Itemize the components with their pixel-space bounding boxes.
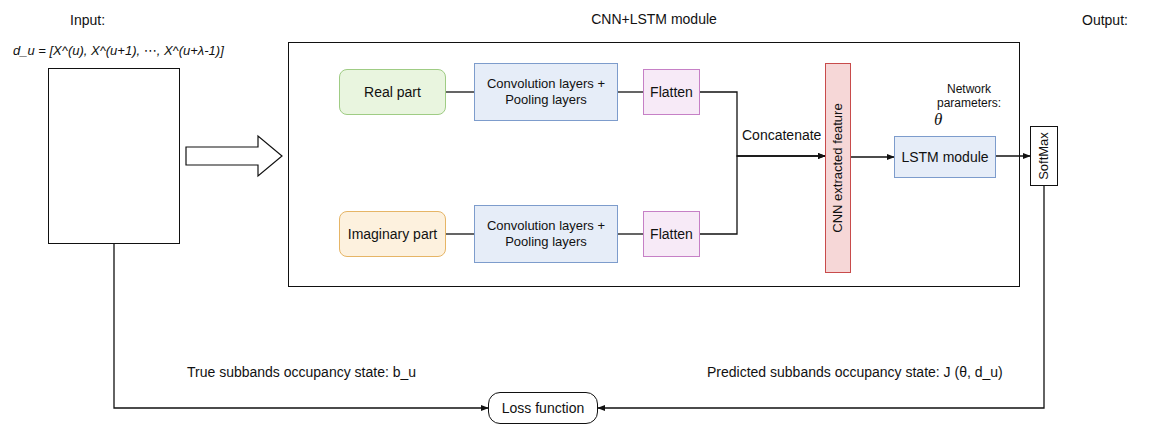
node-heading: CNN+LSTM module bbox=[289, 11, 1019, 28]
parameter-label: Network parameters: bbox=[928, 82, 1010, 111]
connector bbox=[851, 156, 894, 157]
node-text: SoftMax bbox=[1036, 132, 1052, 180]
node-text: Convolution layers + Pooling layers bbox=[482, 76, 610, 107]
real-part-box: Real part bbox=[339, 69, 446, 115]
operation-label: Concatenate bbox=[742, 127, 821, 144]
connector bbox=[598, 186, 1044, 408]
node-text: LSTM module bbox=[901, 149, 988, 166]
node-text: Convolution layers + Pooling layers bbox=[482, 218, 610, 249]
node-text: Real part bbox=[364, 84, 421, 101]
connector bbox=[446, 91, 474, 92]
node-text: Imaginary part bbox=[348, 226, 437, 243]
block-arrow bbox=[186, 136, 282, 176]
connector bbox=[700, 92, 825, 156]
conv-pool-box: Convolution layers + Pooling layers bbox=[474, 63, 618, 121]
input-box: d_u = [X^(u), X^(u+1), ⋯, X^(u+λ-1)] bbox=[48, 68, 180, 244]
lstm-box: LSTM module bbox=[894, 136, 996, 178]
connector bbox=[700, 156, 825, 234]
edge-label: True subbands occupancy state: b_u bbox=[185, 364, 418, 381]
connector bbox=[446, 233, 474, 234]
conv-pool-box: Convolution layers + Pooling layers bbox=[474, 205, 618, 263]
node-text: Flatten bbox=[650, 84, 693, 101]
flatten-box: Flatten bbox=[643, 211, 700, 257]
node-text: Flatten bbox=[650, 226, 693, 243]
feature-box: CNN extracted feature bbox=[825, 63, 851, 273]
module-box: CNN+LSTM moduleReal partConvolution laye… bbox=[288, 42, 1020, 287]
section-label: Output: bbox=[1082, 12, 1128, 29]
node-text: CNN extracted feature bbox=[830, 103, 846, 232]
loss-box: Loss function bbox=[488, 392, 598, 424]
connector bbox=[114, 244, 488, 408]
edge-label: Predicted subbands occupancy state: J (θ… bbox=[705, 364, 1005, 381]
softmax-box: SoftMax bbox=[1030, 126, 1058, 186]
imaginary-part-box: Imaginary part bbox=[339, 211, 446, 257]
section-label: Input: bbox=[70, 12, 105, 29]
parameter-symbol: θ bbox=[934, 110, 942, 130]
node-text: Loss function bbox=[502, 400, 585, 417]
connector bbox=[996, 155, 1030, 156]
flatten-box: Flatten bbox=[643, 69, 700, 115]
connector bbox=[618, 91, 643, 92]
connector bbox=[618, 233, 643, 234]
node-heading: d_u = [X^(u), X^(u+1), ⋯, X^(u+λ-1)] bbox=[13, 43, 224, 59]
